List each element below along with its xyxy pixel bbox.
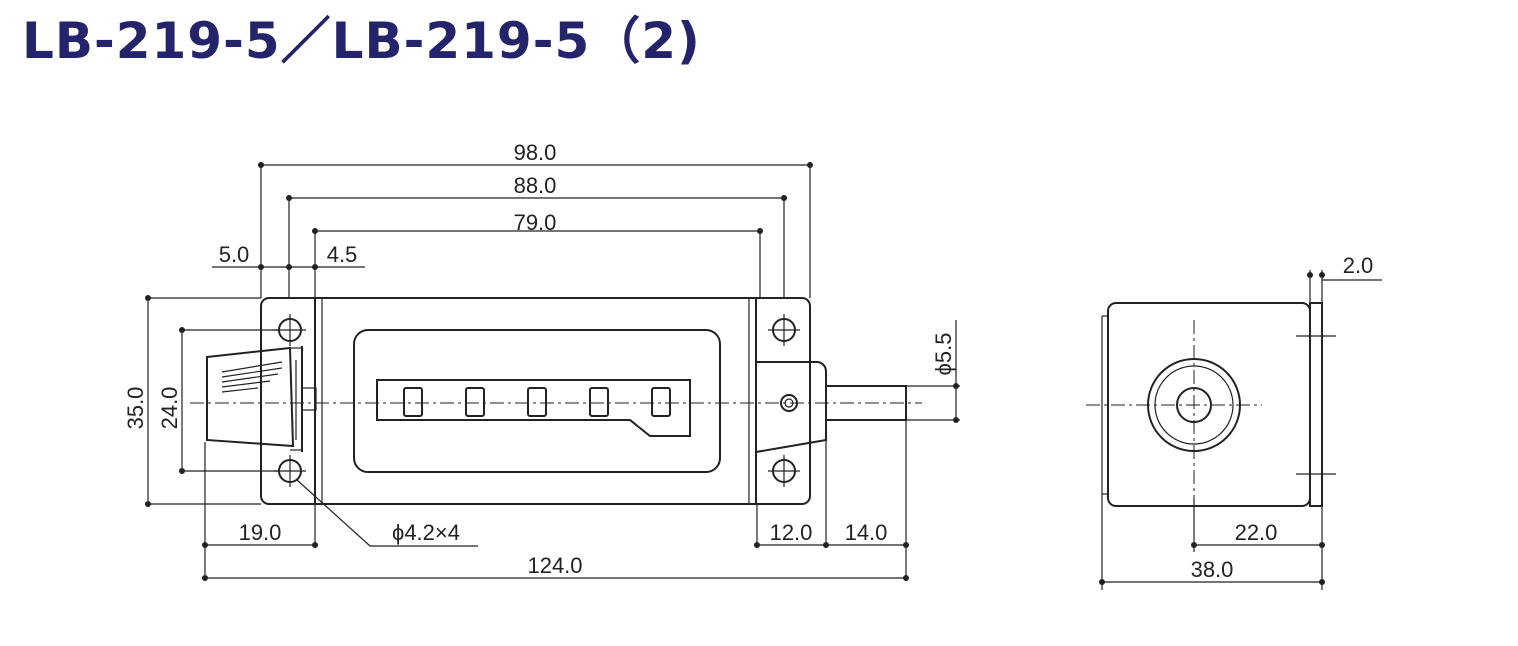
digit-window bbox=[527, 387, 547, 417]
side-view: 2.0 22.0 38.0 bbox=[1086, 253, 1382, 590]
digit-window bbox=[589, 387, 609, 417]
dim-overall-width: 98.0 bbox=[514, 140, 557, 165]
counter-body bbox=[260, 297, 811, 505]
dim-left-offset: 5.0 bbox=[219, 242, 250, 267]
mounting-holes bbox=[274, 314, 800, 487]
front-view: 98.0 88.0 79.0 5.0 4.5 35.0 24.0 ϕ5.5 ϕ4… bbox=[123, 140, 960, 581]
dim-hole-vertical: 24.0 bbox=[157, 387, 182, 430]
dimension-dots bbox=[145, 162, 959, 581]
dim-total-length: 124.0 bbox=[527, 553, 582, 578]
digit-window bbox=[403, 387, 423, 417]
dim-knob-length: 19.0 bbox=[239, 520, 282, 545]
dim-shaft-diameter: ϕ5.5 bbox=[931, 333, 956, 376]
dim-hole-spec: ϕ4.2×4 bbox=[392, 520, 460, 545]
dim-side-flange: 2.0 bbox=[1343, 253, 1374, 278]
dim-side-center: 22.0 bbox=[1235, 520, 1278, 545]
counter-digits bbox=[403, 387, 671, 417]
digit-window bbox=[651, 387, 671, 417]
dim-window-width: 79.0 bbox=[514, 210, 557, 235]
dim-height: 35.0 bbox=[123, 387, 148, 430]
page-title: LB-219-5／LB-219-5（2) bbox=[22, 12, 701, 70]
dim-hole-pitch: 88.0 bbox=[514, 173, 557, 198]
dim-right-flange: 12.0 bbox=[770, 520, 813, 545]
dim-side-depth: 38.0 bbox=[1191, 557, 1234, 582]
dim-shaft-length: 14.0 bbox=[845, 520, 888, 545]
digit-window bbox=[465, 387, 485, 417]
shaft-assembly bbox=[755, 361, 907, 453]
dim-window-offset: 4.5 bbox=[327, 242, 358, 267]
